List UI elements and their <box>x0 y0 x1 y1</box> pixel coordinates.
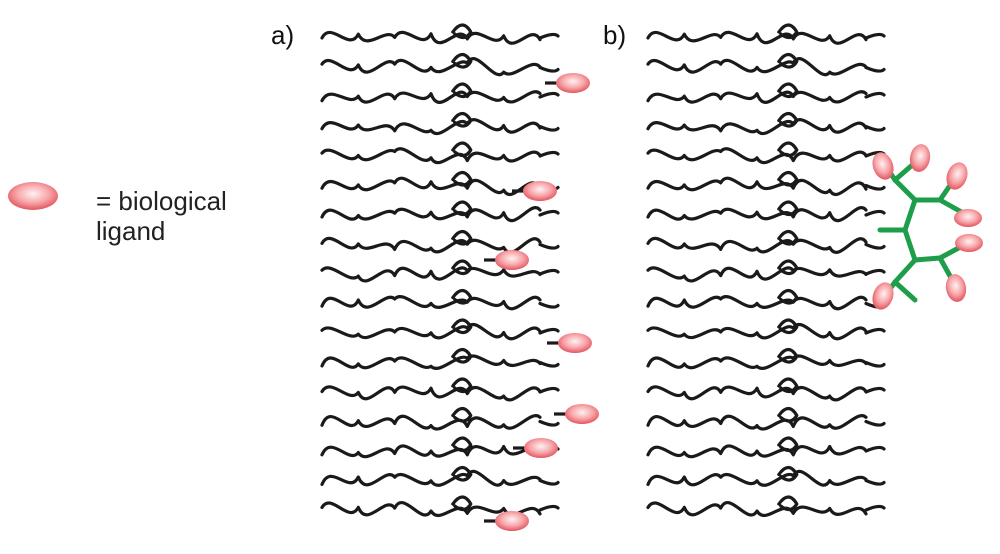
polymer-chain-end <box>864 327 886 335</box>
polymer-chain <box>320 52 542 77</box>
polymer-chain <box>646 377 868 402</box>
dendrimer-branch <box>892 257 918 285</box>
polymer-chain <box>320 465 542 487</box>
biological-ligand <box>495 511 529 531</box>
biological-ligand <box>954 209 982 227</box>
biological-ligand <box>495 250 529 270</box>
polymer-chain-end <box>864 504 886 512</box>
dendrimer-branch <box>892 177 918 203</box>
polymer-chain-end <box>864 242 886 250</box>
polymer-chain-end <box>538 301 560 309</box>
polymer-chain <box>646 347 868 370</box>
dendrimer-branch <box>902 227 918 263</box>
polymer-chain <box>646 495 868 518</box>
polymer-chain-end <box>864 91 886 99</box>
biological-ligand <box>8 182 58 210</box>
ligands-panel-b <box>872 144 983 310</box>
biological-ligand <box>872 152 894 180</box>
polymer-brush-panel-b <box>646 23 886 518</box>
biological-ligand <box>872 282 894 310</box>
polymer-chain-end <box>538 386 560 394</box>
polymer-chain <box>320 141 542 165</box>
polymer-chain-end <box>864 419 886 427</box>
legend-label-biological: biological <box>118 186 227 216</box>
panel-label-b: b) <box>603 20 627 50</box>
polymer-chain-end <box>538 419 560 427</box>
polymer-chain-end <box>538 124 560 132</box>
biological-ligand <box>565 404 599 424</box>
polymer-chain <box>646 200 868 223</box>
polymer-chain-end <box>864 478 886 486</box>
polymer-chain-end <box>538 209 560 217</box>
polymer-chain-end <box>864 360 886 368</box>
polymer-chain-end <box>864 183 886 191</box>
polymer-chain-end <box>864 268 886 276</box>
polymer-chain <box>646 229 868 254</box>
polymer-chain-end <box>864 209 886 217</box>
legend: = biological ligand <box>8 180 308 260</box>
polymer-chain <box>646 406 868 431</box>
biological-ligand <box>946 162 968 190</box>
polymer-chain <box>646 170 868 197</box>
polymer-chain <box>646 288 868 311</box>
polymer-chain <box>320 82 542 104</box>
polymer-chain-end <box>538 150 560 158</box>
polymer-chain <box>320 347 542 370</box>
polymer-chain <box>320 288 542 311</box>
biological-ligand <box>955 234 983 252</box>
polymer-chain-end <box>538 360 560 368</box>
biological-ligand <box>909 144 931 172</box>
polymer-chain-end <box>864 386 886 394</box>
polymer-chain <box>320 406 542 431</box>
biological-ligand <box>524 438 558 458</box>
polymer-chain-end <box>538 504 560 512</box>
dendrimer-branch <box>892 279 918 303</box>
polymer-chain-end <box>864 65 886 73</box>
polymer-chain-end <box>864 124 886 132</box>
polymer-chain-end <box>538 327 560 335</box>
polymer-chain-end <box>864 445 886 453</box>
polymer-chain-end <box>538 65 560 73</box>
legend-ligand-icon <box>8 182 58 210</box>
biological-ligand <box>945 274 967 302</box>
polymer-chain <box>646 465 868 487</box>
polymer-chain-end <box>538 32 560 40</box>
legend-text: = biological ligand <box>96 186 227 246</box>
biological-ligand <box>523 181 557 201</box>
polymer-brush-panel-a <box>320 23 560 518</box>
polymer-chain <box>646 318 868 341</box>
biological-ligand <box>558 333 592 353</box>
polymer-chain-end <box>538 268 560 276</box>
polymer-chain-end <box>538 91 560 99</box>
ligands-panel-a <box>484 73 599 531</box>
polymer-chain <box>320 23 542 45</box>
polymer-chain <box>320 377 542 402</box>
polymer-chain <box>320 170 542 197</box>
polymer-chain <box>320 200 542 223</box>
polymer-chain-end <box>538 478 560 486</box>
polymer-chain <box>320 436 542 459</box>
dendrimer-branch <box>902 197 918 233</box>
polymer-chain <box>646 82 868 104</box>
panel-label-a: a) <box>271 20 295 50</box>
polymer-chain <box>320 495 542 518</box>
dendrimer-branch <box>912 255 943 263</box>
polymer-chain <box>646 23 868 45</box>
polymer-chain <box>646 436 868 459</box>
polymer-chain <box>320 111 542 136</box>
polymer-chain <box>646 259 868 283</box>
polymer-chain <box>646 52 868 77</box>
polymer-chain <box>646 111 868 136</box>
legend-equals: = <box>96 186 112 216</box>
polymer-chain <box>646 141 868 165</box>
biological-ligand <box>556 73 590 93</box>
polymer-chain <box>320 318 542 341</box>
polymer-chain-end <box>538 242 560 250</box>
polymer-chain-end <box>864 32 886 40</box>
legend-line-1: = biological <box>96 186 227 216</box>
legend-label-ligand: ligand <box>96 216 166 246</box>
polymer-chain <box>320 229 542 254</box>
polymer-chain <box>320 259 542 283</box>
